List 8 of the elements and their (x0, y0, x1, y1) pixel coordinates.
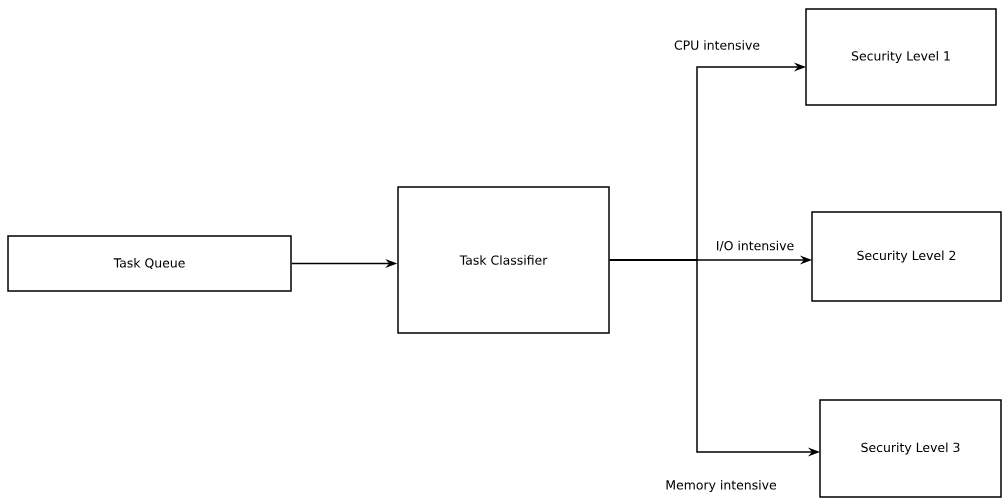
edge-label: CPU intensive (673, 39, 762, 51)
edge-label: I/O intensive (714, 239, 796, 253)
process-box: Task Classifier (397, 186, 610, 334)
process-box: Task Queue (7, 235, 292, 292)
edge-label: Memory intensive (664, 478, 778, 493)
process-box: Security Level 3 (819, 399, 1002, 498)
process-box: Security Level 1 (805, 8, 997, 106)
process-box: Security Level 2 (811, 211, 1002, 302)
